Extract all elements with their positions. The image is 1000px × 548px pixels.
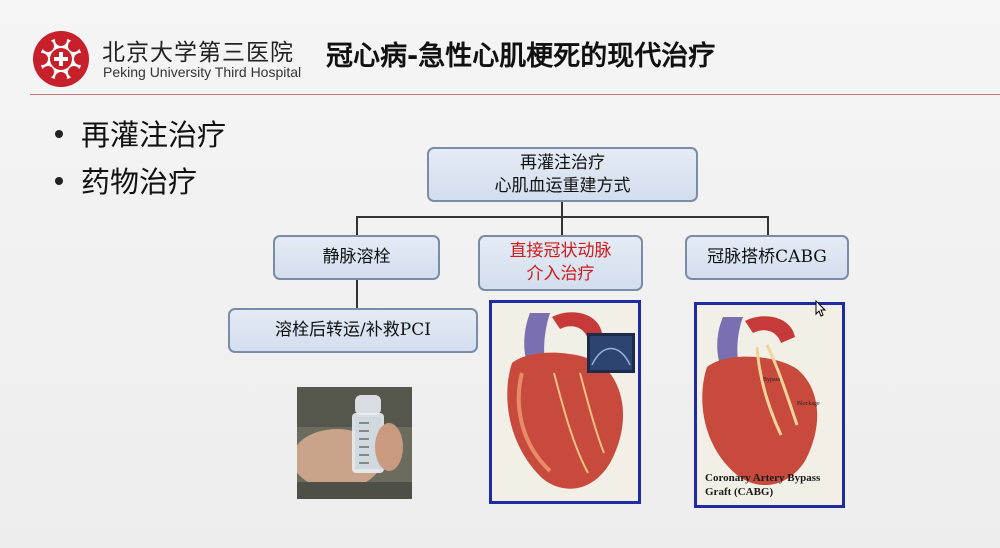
connector-left-down	[356, 216, 358, 236]
mouse-cursor-icon	[815, 300, 827, 317]
hospital-name-en: Peking University Third Hospital	[103, 64, 302, 80]
bullet-item: 再灌注治疗	[55, 112, 226, 159]
box-middle-line2: 介入治疗	[526, 264, 595, 284]
bullet-item: 药物治疗	[55, 159, 226, 206]
cabg-blockage-label: Blockage	[797, 401, 820, 407]
connector-right-down	[767, 216, 769, 236]
hospital-name-cn: 北京大学第三医院	[102, 40, 294, 66]
box-iv-thrombolysis: 静脉溶栓	[273, 235, 440, 280]
header-divider	[30, 94, 1000, 95]
cabg-caption-line1: Coronary Artery Bypass	[705, 472, 821, 484]
hospital-logo-icon	[33, 31, 89, 87]
cabg-illustration-icon: Bypass Blockage	[697, 305, 842, 505]
thrombolytic-vial-photo	[297, 387, 412, 499]
box-direct-pci: 直接冠状动脉 介入治疗	[478, 235, 643, 291]
cabg-bypass-label: Bypass	[763, 377, 781, 383]
box-middle-line1: 直接冠状动脉	[509, 241, 612, 261]
cabg-caption: Coronary Artery Bypass Graft (CABG)	[705, 471, 820, 499]
cabg-caption-line2: Graft (CABG)	[705, 486, 774, 498]
connector-left-child	[356, 279, 358, 309]
connector-middle-down	[561, 216, 563, 236]
bullet-text: 再灌注治疗	[81, 118, 227, 152]
box-right-label: 冠脉搭桥CABG	[707, 247, 827, 267]
cabg-heart-image: Bypass Blockage Coronary Artery Bypass G…	[694, 302, 845, 508]
slide-title: 冠心病-急性心肌梗死的现代治疗	[326, 41, 716, 72]
box-root-line1: 再灌注治疗	[520, 152, 605, 173]
bullet-list: 再灌注治疗 药物治疗	[55, 112, 226, 206]
box-cabg: 冠脉搭桥CABG	[685, 235, 849, 280]
box-reperfusion-root: 再灌注治疗 心肌血运重建方式	[427, 147, 698, 202]
box-root-line2: 心肌血运重建方式	[494, 175, 631, 196]
box-left-child-label: 溶栓后转运/补救PCI	[275, 320, 431, 340]
bullet-dot-icon	[55, 177, 63, 185]
pci-heart-image	[489, 300, 641, 504]
bullet-text: 药物治疗	[81, 165, 198, 199]
connector-root-down	[561, 201, 563, 217]
heart-illustration-icon	[492, 303, 638, 501]
box-left-label: 静脉溶栓	[322, 247, 391, 267]
box-rescue-pci: 溶栓后转运/补救PCI	[228, 308, 478, 353]
bullet-dot-icon	[55, 130, 63, 138]
